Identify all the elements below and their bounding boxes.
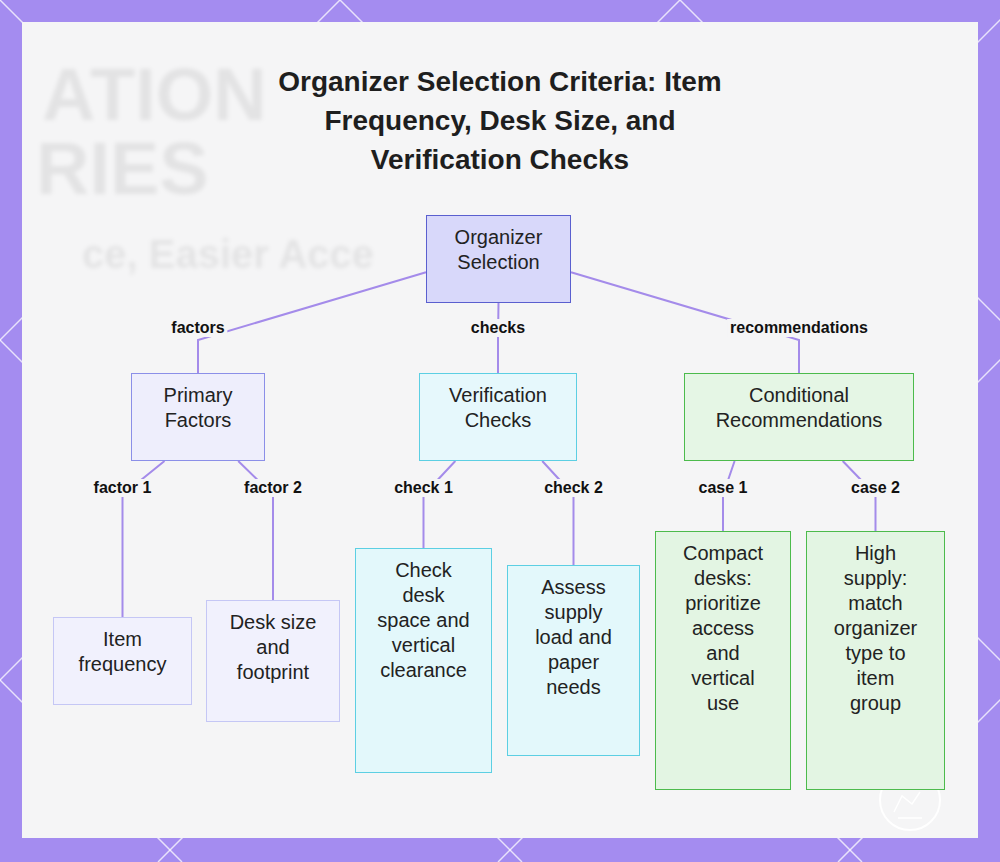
edge-label: factors — [168, 319, 227, 337]
category-box: Conditional Recommendations — [684, 373, 914, 461]
tree-connector — [542, 461, 573, 565]
detail-box: Check desk space and vertical clearance — [355, 548, 492, 773]
detail-box: Assess supply load and paper needs — [507, 565, 640, 756]
detail-box: High supply: match organizer type to ite… — [806, 531, 945, 790]
detail-box: Compact desks: prioritize access and ver… — [655, 531, 791, 790]
edge-label: factor 1 — [91, 479, 155, 497]
tree-connector — [497, 303, 500, 373]
tree-connector — [424, 461, 456, 548]
diagram-title: Organizer Selection Criteria: Item Frequ… — [255, 62, 745, 179]
node-text: Verification Checks — [430, 383, 566, 433]
node-text: Item frequency — [72, 627, 173, 677]
node-text: High supply: match organizer type to ite… — [831, 541, 920, 716]
watermark-text: ce, Easier Acce — [82, 232, 374, 277]
edge-label: recommendations — [727, 319, 871, 337]
node-text: Conditional Recommendations — [695, 383, 903, 433]
tree-connector — [198, 272, 426, 373]
edge-label: check 1 — [391, 479, 456, 497]
edge-label: factor 2 — [241, 479, 305, 497]
node-text: Organizer Selection — [437, 225, 560, 275]
detail-box: Item frequency — [53, 617, 192, 705]
watermark-text: RIES — [36, 126, 209, 211]
node-text: Desk size and footprint — [223, 610, 323, 685]
node-text: Check desk space and vertical clearance — [377, 558, 470, 683]
category-box: Verification Checks — [419, 373, 577, 461]
logo-glyph — [894, 792, 922, 818]
node-text: Assess supply load and paper needs — [529, 575, 618, 700]
category-box: Primary Factors — [131, 373, 265, 461]
watermark-text: ATION — [42, 52, 267, 137]
root-box: Organizer Selection — [426, 215, 571, 303]
detail-box: Desk size and footprint — [206, 600, 340, 722]
edge-label: case 2 — [848, 479, 903, 497]
edge-label: check 2 — [541, 479, 606, 497]
node-text: Compact desks: prioritize access and ver… — [678, 541, 768, 716]
node-text: Primary Factors — [142, 383, 254, 433]
edge-label: checks — [468, 319, 528, 337]
edge-label: case 1 — [696, 479, 751, 497]
